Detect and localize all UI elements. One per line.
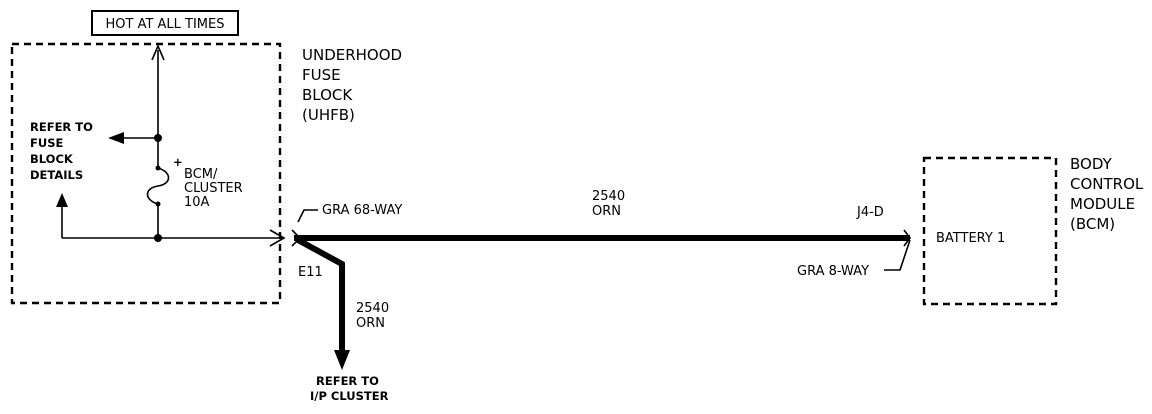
branch-wire-arrow	[334, 350, 350, 370]
branch-wire-circuit: 2540	[356, 301, 389, 316]
uhfb-left-arrow	[56, 193, 68, 207]
main-wire-color: ORN	[592, 204, 621, 219]
uhfb-label-line2: FUSE	[302, 66, 341, 84]
splice-label: E11	[298, 265, 323, 280]
uhfb-boundary	[10, 42, 282, 305]
connector-right-symbol	[903, 229, 911, 247]
refer-fuse-line3: BLOCK	[30, 152, 74, 166]
pin-label: J4-D	[856, 205, 884, 220]
bcm-terminal-label: BATTERY 1	[936, 231, 1005, 246]
refer-cluster-line2: I/P CLUSTER	[310, 389, 389, 403]
hot-at-all-times-label: HOT AT ALL TIMES	[105, 17, 224, 32]
uhfb-output-arrow	[269, 229, 286, 247]
fuse-label-line3: 10A	[184, 195, 210, 210]
refer-cluster-line1: REFER TO	[316, 374, 379, 388]
fuse-label-line2: CLUSTER	[184, 181, 243, 196]
power-feed-arrow	[151, 43, 165, 61]
refer-fuse-line4: DETAILS	[30, 168, 83, 182]
bcm-label-line3: MODULE	[1070, 195, 1135, 213]
fuse-icon	[146, 167, 170, 205]
connector-right-label: GRA 8-WAY	[797, 264, 869, 279]
uhfb-label-line1: UNDERHOOD	[302, 46, 402, 64]
connector-left-leader	[297, 209, 318, 223]
uhfb-label-line4: (UHFB)	[302, 106, 355, 124]
hot-at-all-times-box	[91, 10, 239, 36]
main-wire-circuit: 2540	[592, 189, 625, 204]
refer-fuse-line1: REFER TO	[30, 120, 93, 134]
branch-wire-color: ORN	[356, 316, 385, 331]
bcm-label-line2: CONTROL	[1070, 175, 1144, 193]
uhfb-label-line3: BLOCK	[302, 86, 353, 104]
fuse-label-line1: BCM/	[184, 167, 218, 182]
fuse-plus: +	[173, 155, 183, 169]
bcm-boundary	[922, 156, 1058, 306]
refer-fuse-arrow	[108, 132, 124, 144]
branch-wire	[296, 237, 345, 360]
connector-left-label: GRA 68-WAY	[322, 203, 402, 218]
refer-fuse-line2: FUSE	[30, 136, 63, 150]
bcm-label-line4: (BCM)	[1070, 215, 1115, 233]
bcm-label-line1: BODY	[1070, 155, 1113, 173]
connector-right-leader	[884, 239, 911, 271]
